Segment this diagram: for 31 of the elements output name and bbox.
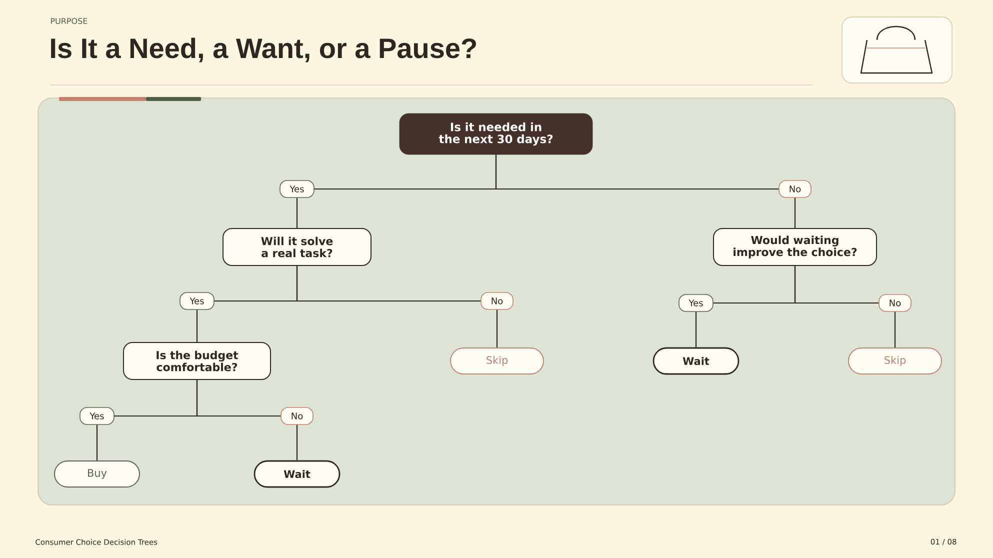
outcome-pill: Skip [450,348,544,374]
answer-pill: No [778,180,812,198]
connector-line [496,310,498,348]
connector-line [495,154,779,190]
answer-pill: Yes [280,180,314,198]
connector-line [894,312,896,348]
connector-line [96,424,98,460]
answer-pill: Yes [80,407,114,425]
connector-line [196,310,198,342]
outcome-pill: Buy [54,460,140,488]
connector-line [296,198,298,228]
connector-line [794,266,879,304]
question-box: Will it solve a real task? [222,228,372,266]
section-label: PURPOSE [51,18,88,24]
outcome-pill: Skip [848,348,942,374]
connector-line [794,198,796,228]
answer-pill: No [878,294,912,312]
outcome-pill: Wait [254,460,340,488]
answer-pill: Yes [678,294,714,312]
connector-line [296,266,481,302]
question-box: Would waiting improve the choice? [713,228,877,266]
connector-line [196,380,281,417]
answer-pill: No [280,407,314,425]
title: Is It a Need, a Want, or a Pause? [51,38,476,62]
outcome-pill: Wait [652,347,740,375]
answer-pill: Yes [180,292,214,310]
answer-pill: No [480,292,514,310]
decision-box: Is it needed in the next 30 days? [399,113,593,155]
question-box: Is the budget comfortable? [123,342,271,380]
connector-line [695,312,697,348]
connector-line [296,424,298,460]
